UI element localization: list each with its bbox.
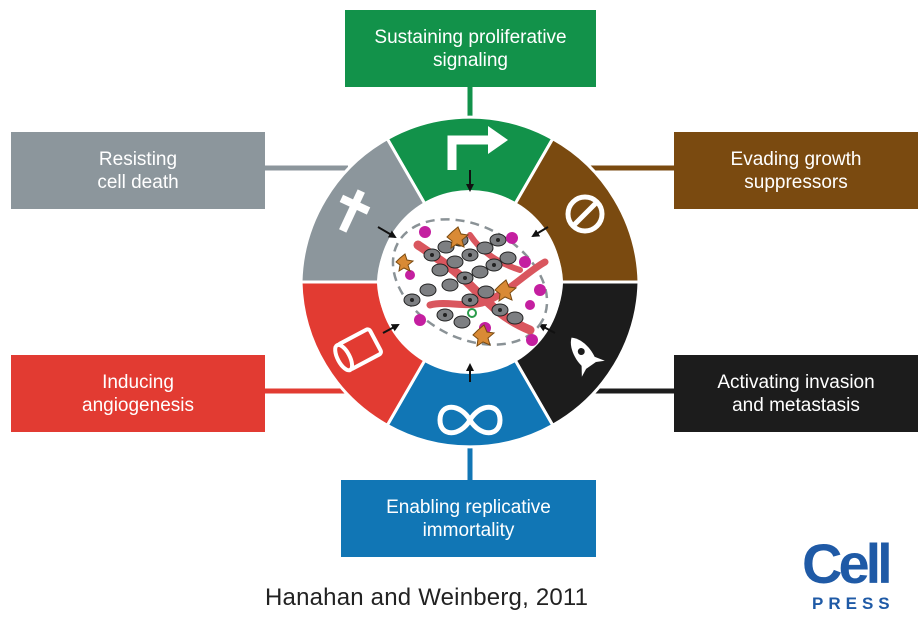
cell-press-logo: Cell <box>802 532 893 595</box>
hallmark-angiogenesis: Inducing angiogenesis <box>11 355 265 432</box>
inward-arrows <box>377 170 556 382</box>
arrow-in-tr <box>531 226 549 238</box>
hallmark-label-line: angiogenesis <box>82 394 194 416</box>
hallmark-replicative-immortality: Enabling replicative immortality <box>341 480 596 557</box>
hallmark-resisting-cell-death: Resisting cell death <box>11 132 265 209</box>
citation: Hanahan and Weinberg, 2011 <box>265 584 589 611</box>
cell-press-logo-sub: PRESS <box>812 594 895 613</box>
hallmark-label-line: Evading growth <box>730 148 862 170</box>
prohibition-icon <box>565 194 605 234</box>
arrow-in-bl <box>382 324 400 334</box>
hallmark-invasion-metastasis: Activating invasion and metastasis <box>674 355 918 432</box>
arrow-in-br <box>538 324 556 334</box>
tumor-illustration <box>391 218 549 348</box>
hallmark-label-line: immortality <box>422 519 515 541</box>
arrow-icon <box>447 126 508 170</box>
hallmark-label-line: Resisting <box>98 148 178 170</box>
infinity-icon <box>437 404 503 436</box>
hallmark-label-line: cell death <box>97 171 179 193</box>
hallmark-label-line: and metastasis <box>732 394 860 416</box>
hallmark-label-line: Sustaining proliferative <box>374 26 567 48</box>
hallmark-label-line: Activating invasion <box>717 371 875 393</box>
hallmark-label-line: Enabling replicative <box>386 496 551 518</box>
hallmark-label-line: signaling <box>433 49 508 71</box>
hallmark-evading-growth-suppressors: Evading growth suppressors <box>674 132 918 209</box>
rocket-icon <box>570 337 605 377</box>
hallmark-proliferative-signaling: Sustaining proliferative signaling <box>345 10 596 87</box>
hallmark-label-line: Inducing <box>102 371 174 393</box>
arrow-in-tl <box>377 226 397 239</box>
hallmark-label-line: suppressors <box>744 171 848 193</box>
cross-icon <box>339 189 371 233</box>
vessel-icon <box>333 327 383 373</box>
